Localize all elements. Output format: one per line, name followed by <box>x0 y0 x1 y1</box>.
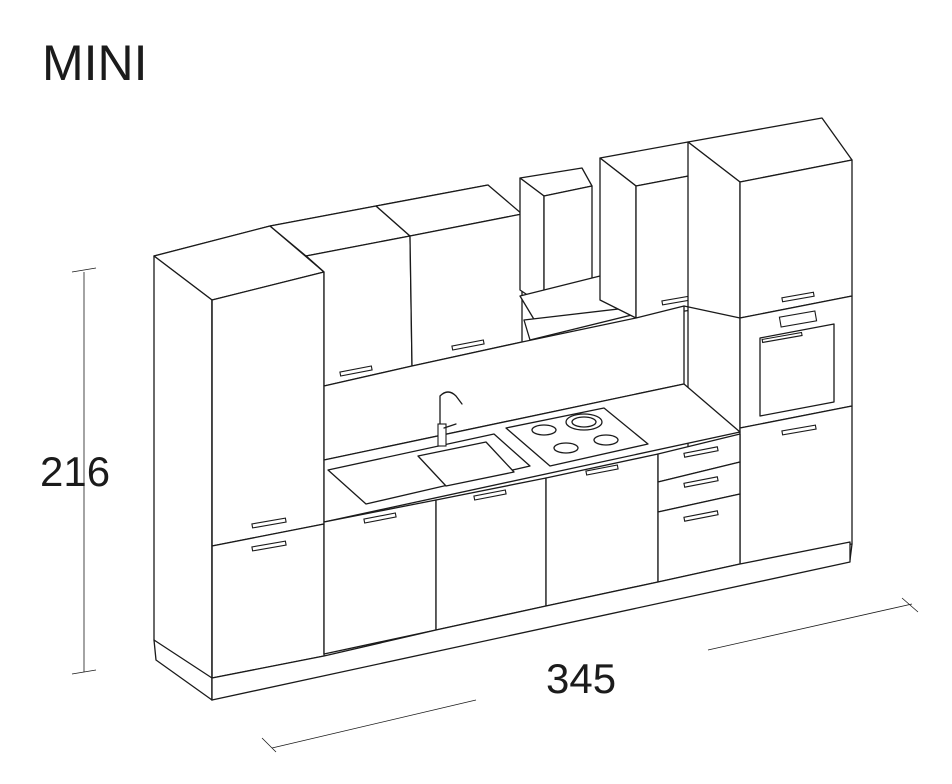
width-dimension-label: 345 <box>546 655 617 702</box>
upper-cabinets <box>269 184 523 387</box>
width-dimension-line <box>261 597 919 753</box>
tall-left-cabinet <box>153 225 325 701</box>
sink <box>327 391 531 505</box>
height-dimension-label: 216 <box>40 448 111 495</box>
base-cabinets <box>323 433 741 655</box>
height-dimension-line <box>71 267 97 675</box>
plinth <box>211 541 851 701</box>
model-title: MINI <box>42 35 148 91</box>
cooktop <box>505 407 649 467</box>
